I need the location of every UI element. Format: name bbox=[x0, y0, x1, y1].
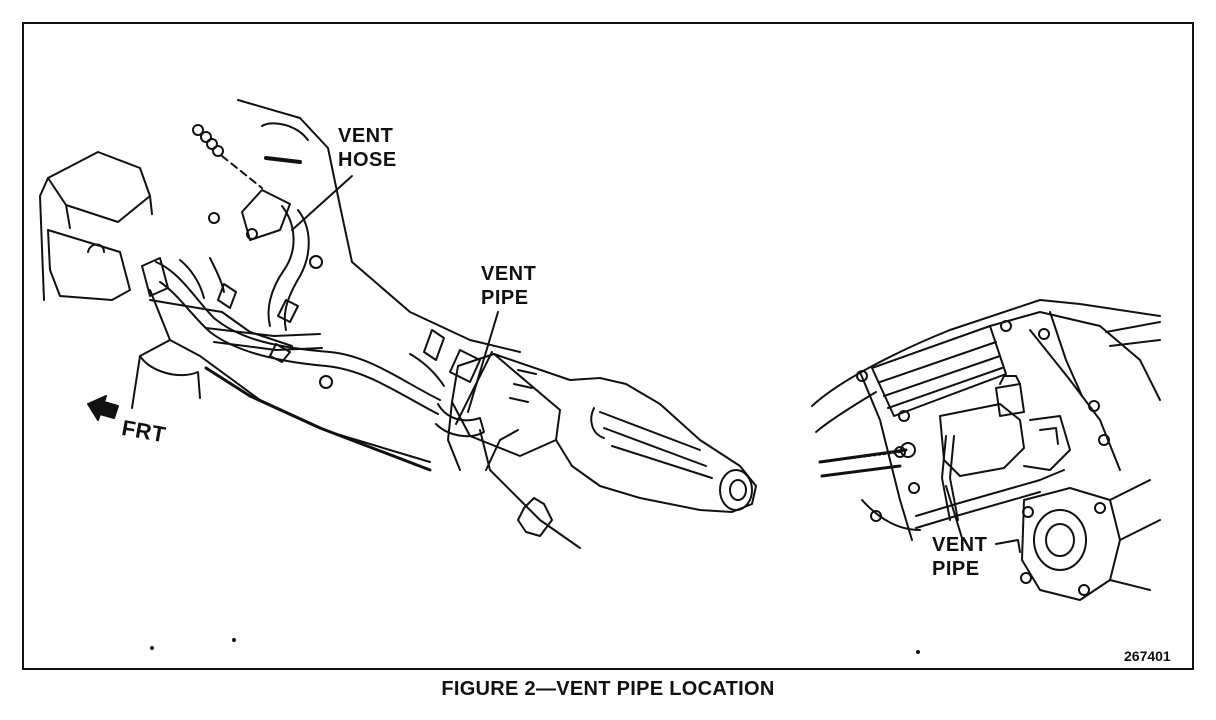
figure-id: 267401 bbox=[1124, 648, 1171, 664]
transmission-case bbox=[131, 99, 521, 472]
tailshaft-housing bbox=[447, 353, 757, 549]
figure-caption: FIGURE 2—VENT PIPE LOCATION bbox=[441, 678, 775, 700]
figure-frame bbox=[22, 22, 1194, 670]
vent-hose-leader bbox=[291, 175, 353, 231]
vent-pipe-right-leader bbox=[945, 485, 963, 539]
vent-pipe-label-left: VENT PIPE bbox=[481, 263, 537, 309]
vent-pipe-left-leader bbox=[467, 311, 499, 413]
front-arrow-icon bbox=[87, 395, 119, 421]
transfer-case-view bbox=[811, 299, 1161, 601]
vent-pipe-label-right: VENT PIPE bbox=[932, 534, 988, 580]
vent-hose-label: VENT HOSE bbox=[338, 125, 397, 171]
vent-hose-assembly bbox=[141, 124, 493, 438]
engine-block bbox=[39, 151, 153, 301]
